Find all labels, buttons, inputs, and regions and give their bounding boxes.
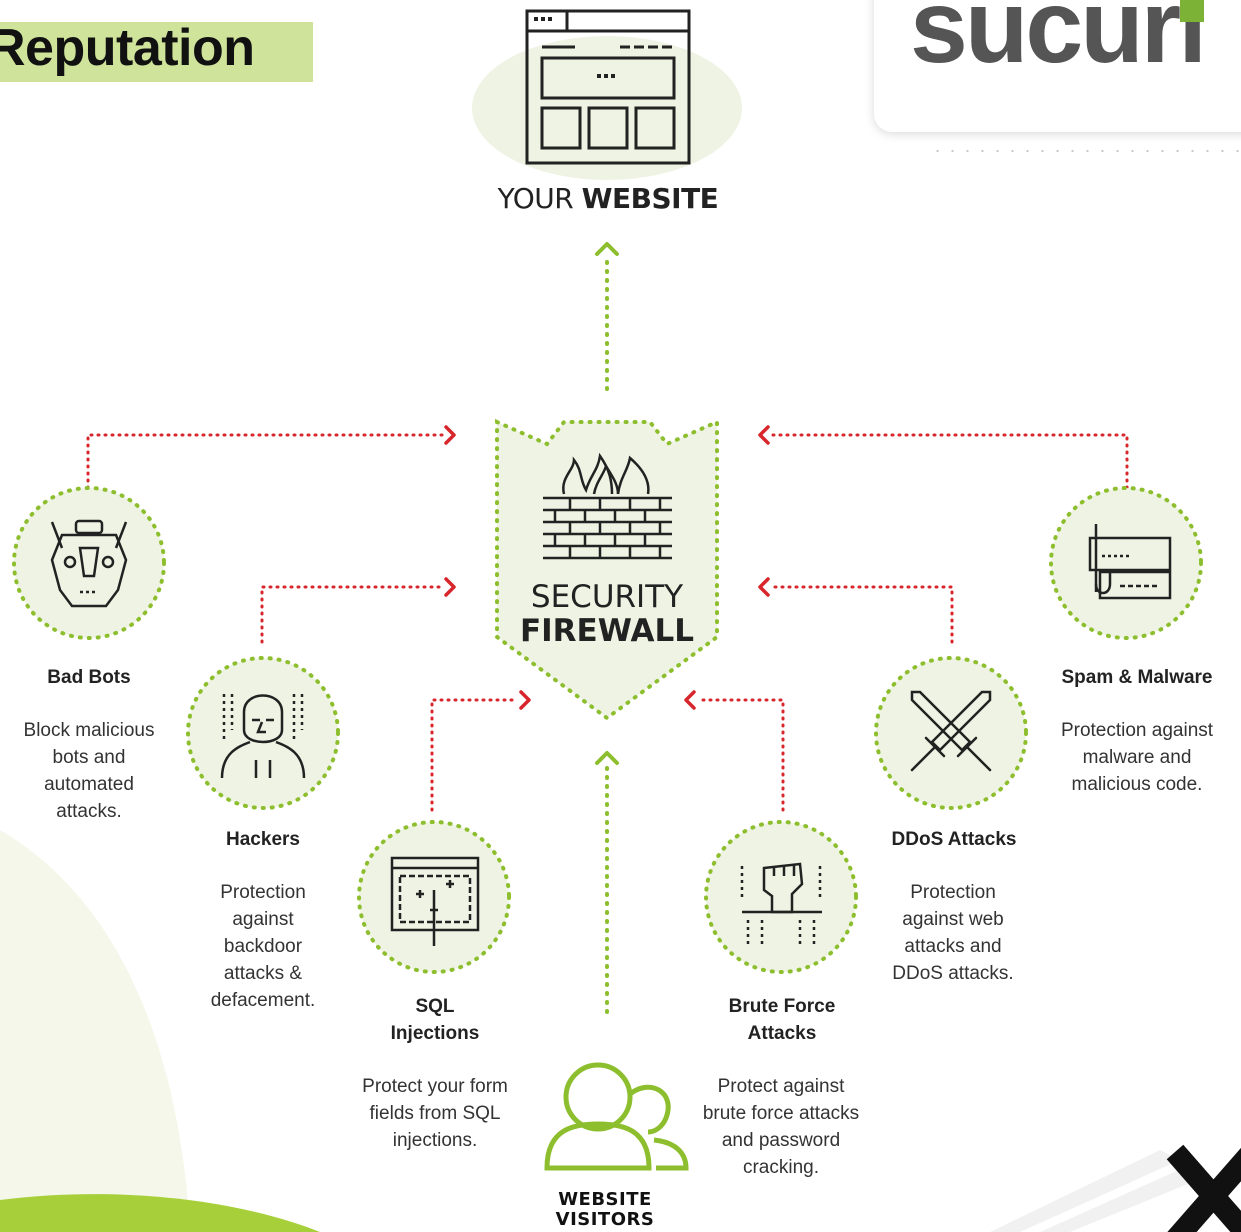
firewall-label-line1: SECURITY — [530, 579, 684, 615]
bad-bots-description: Block malicious bots and automated attac… — [23, 720, 155, 822]
brute-force-title: Brute Force Attacks — [728, 996, 836, 1044]
firewall-label-line2: FIREWALL — [519, 613, 695, 649]
bad-bots-title: Bad Bots — [47, 667, 131, 688]
bad-bots-circle — [12, 486, 166, 640]
logo-card — [874, 0, 1241, 132]
close-icon — [1166, 1144, 1241, 1232]
hackers-title: Hackers — [226, 829, 300, 850]
visitors-label-line2: VISITORS — [555, 1209, 655, 1230]
firewall-label: SECURITY FIREWALL — [497, 580, 717, 648]
firewall-shield — [495, 418, 719, 721]
malware-icon — [1088, 524, 1172, 600]
website-label-prefix: YOUR — [497, 182, 582, 215]
hackers-description: Protection against backdoor attacks & de… — [210, 882, 316, 1011]
brute-force-circle — [704, 820, 858, 974]
robot-icon — [50, 519, 128, 608]
arrow-up-icon — [595, 242, 619, 765]
sql-title: SQL Injections — [390, 996, 480, 1044]
firewall-icon — [543, 452, 672, 560]
spam-description: Protection against malware and malicious… — [1060, 720, 1214, 795]
users-icon — [544, 1062, 689, 1171]
visitors-label-line1: WEBSITE — [558, 1189, 652, 1210]
logo-accent — [1180, 0, 1204, 22]
arrow-icons — [444, 425, 770, 710]
browser-icon — [525, 9, 691, 165]
dotted-divider — [930, 150, 1241, 152]
logo: sucuri — [910, 0, 1207, 85]
spam-circle — [1049, 486, 1203, 640]
brute-force-description: Protect against brute force attacks and … — [702, 1076, 860, 1178]
website-label: YOUR WEBSITE — [420, 182, 796, 215]
ddos-circle — [874, 656, 1028, 810]
website-label-bold: WEBSITE — [581, 182, 719, 215]
visitors-label: WEBSITE VISITORS — [530, 1190, 680, 1230]
ddos-title: DDoS Attacks — [891, 829, 1017, 850]
sql-description: Protect your form fields from SQL inject… — [362, 1076, 508, 1151]
fist-icon — [740, 862, 822, 944]
sql-injection-icon — [390, 856, 480, 946]
spam-title: Spam & Malware — [1061, 667, 1213, 688]
crossed-swords-icon — [910, 690, 992, 772]
hacker-icon — [220, 694, 306, 779]
page-title: Reputation — [0, 19, 255, 77]
ddos-description: Protection against web attacks and DDoS … — [892, 882, 1014, 984]
title-highlight — [0, 22, 313, 82]
